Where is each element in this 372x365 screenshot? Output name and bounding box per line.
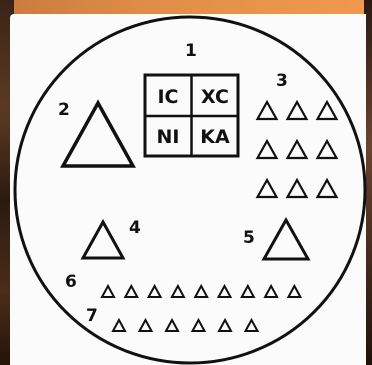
tiny-triangle-7 xyxy=(193,320,205,331)
tiny-triangle-7 xyxy=(166,320,178,331)
label-7: 7 xyxy=(86,306,98,326)
small-triangle-3 xyxy=(258,141,277,158)
small-triangle-3 xyxy=(258,180,277,197)
grid-cell-top-right: XC xyxy=(201,86,229,108)
label-4: 4 xyxy=(129,218,141,238)
triangle-large-2 xyxy=(63,103,133,166)
tiny-triangle-7 xyxy=(140,320,152,331)
label-6: 6 xyxy=(65,272,77,292)
grid-cell-top-left: IC xyxy=(157,86,178,108)
label-3: 3 xyxy=(276,71,288,91)
tiny-triangle-6 xyxy=(288,286,300,297)
label-1: 1 xyxy=(185,41,197,61)
tiny-triangle-6 xyxy=(149,286,161,297)
code-grid: IC XC NI KA xyxy=(145,75,238,156)
tiny-triangle-6 xyxy=(102,286,114,297)
grid-cell-bottom-right: KA xyxy=(200,126,230,148)
triangle-row-6 xyxy=(102,286,300,297)
tiny-triangle-6 xyxy=(265,286,277,297)
small-triangle-3 xyxy=(288,141,307,158)
label-2: 2 xyxy=(58,100,70,120)
tiny-triangle-7 xyxy=(113,320,125,331)
triangle-grid-3 xyxy=(258,102,337,197)
tiny-triangle-7 xyxy=(219,320,231,331)
tiny-triangle-6 xyxy=(195,286,207,297)
label-5: 5 xyxy=(243,228,255,248)
small-triangle-3 xyxy=(288,102,307,119)
outer-circle xyxy=(15,17,365,363)
tiny-triangle-6 xyxy=(219,286,231,297)
tiny-triangle-6 xyxy=(242,286,254,297)
triangle-medium-5 xyxy=(264,220,308,259)
tiny-triangle-6 xyxy=(172,286,184,297)
small-triangle-3 xyxy=(288,180,307,197)
tiny-triangle-6 xyxy=(125,286,137,297)
triangle-row-7 xyxy=(113,320,258,331)
small-triangle-3 xyxy=(258,102,277,119)
tiny-triangle-7 xyxy=(246,320,258,331)
small-triangle-3 xyxy=(318,180,337,197)
small-triangle-3 xyxy=(318,102,337,119)
small-triangle-3 xyxy=(318,141,337,158)
triangle-medium-4 xyxy=(83,222,123,258)
grid-cell-bottom-left: NI xyxy=(157,126,180,148)
